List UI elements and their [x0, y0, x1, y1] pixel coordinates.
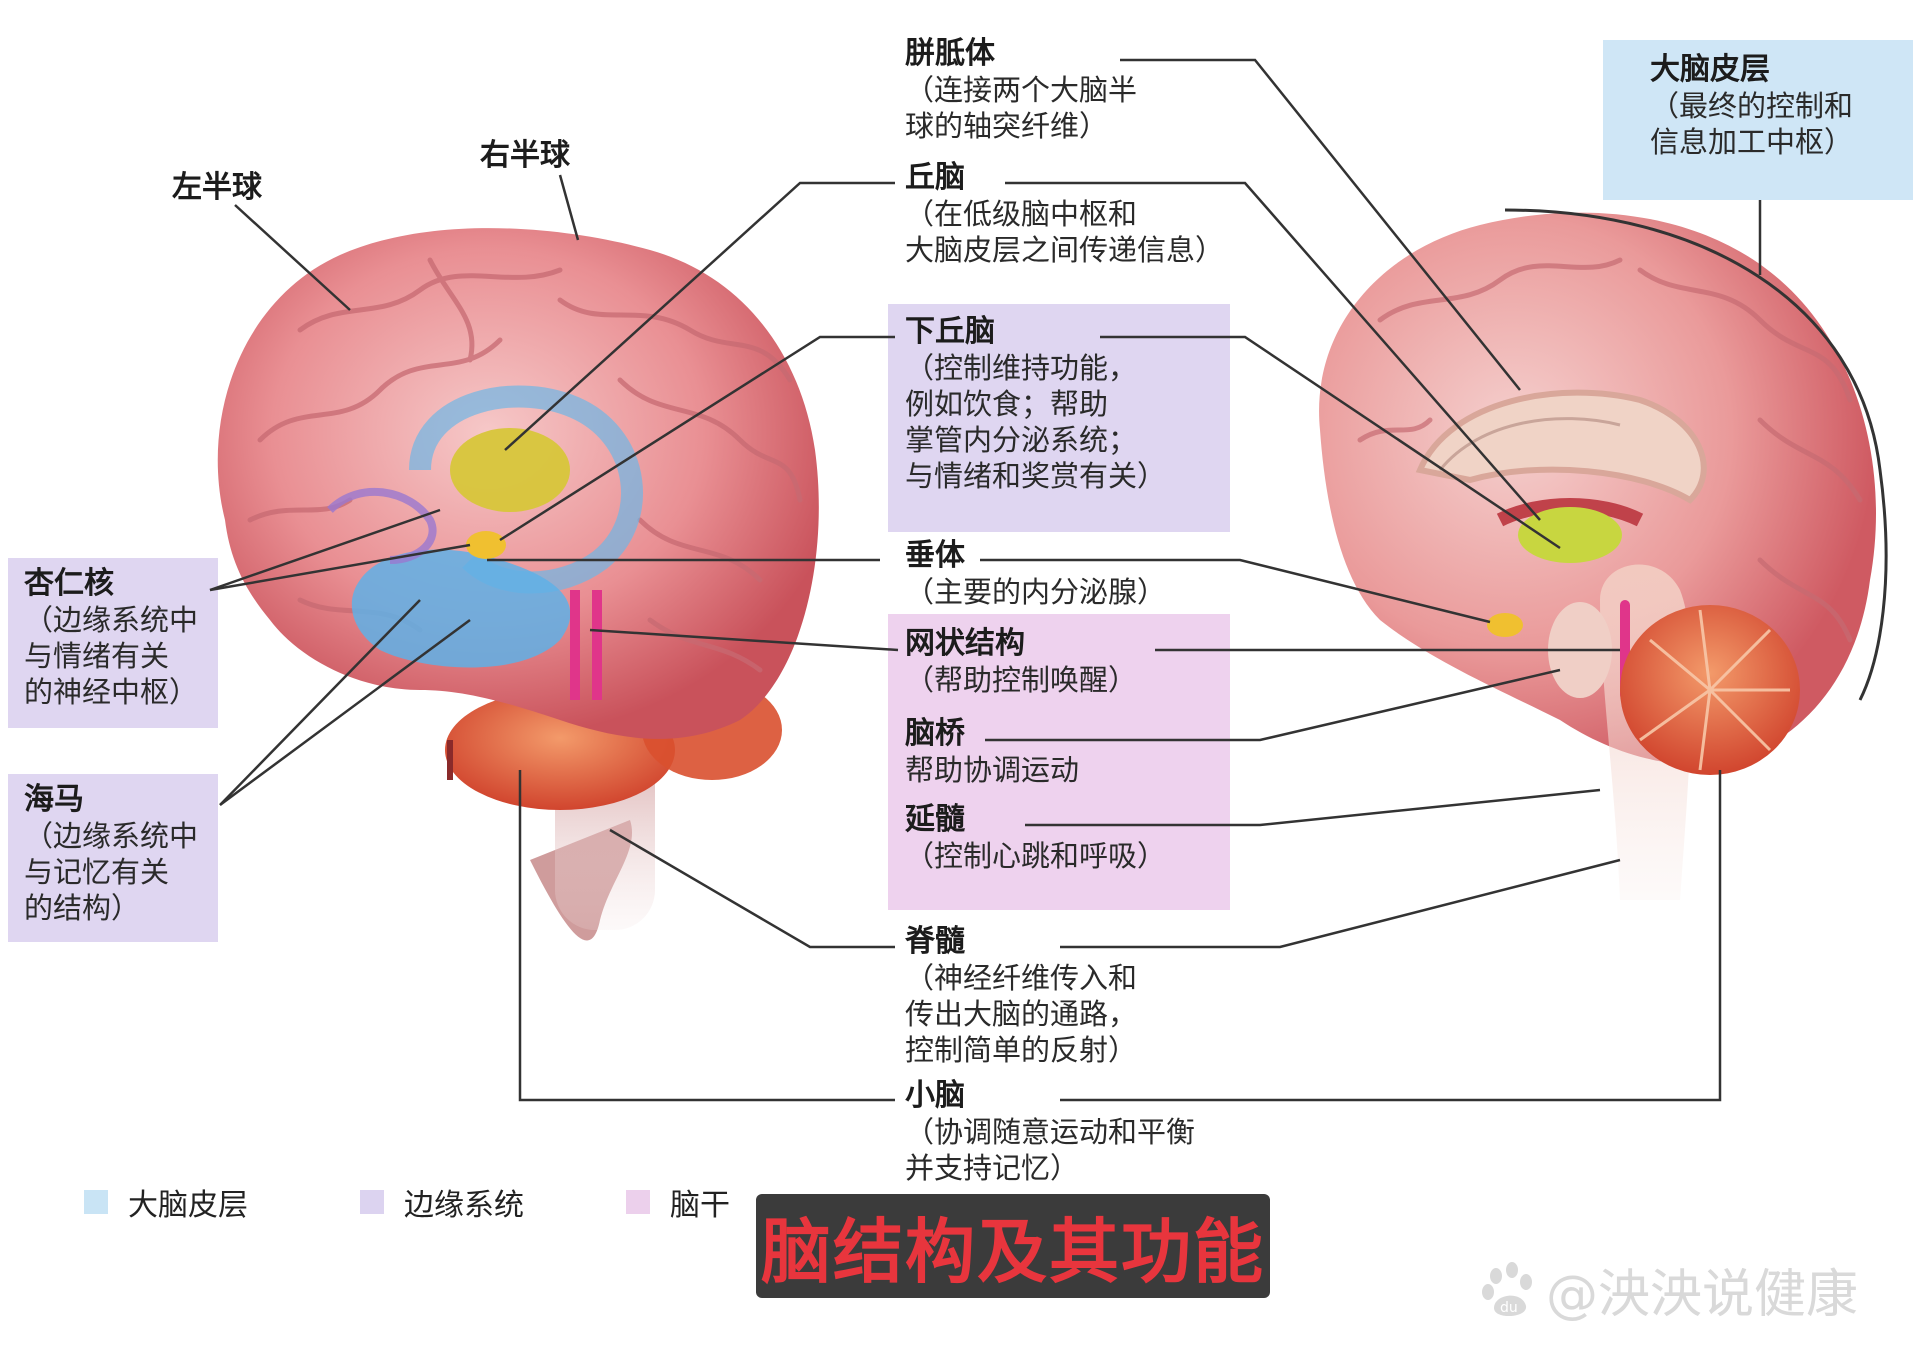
right-brain: [1319, 208, 1888, 900]
label-thalamus: 丘脑 （在低级脑中枢和 大脑皮层之间传递信息）: [905, 160, 1224, 268]
label-pons: 脑桥 帮助协调运动: [905, 716, 1079, 788]
corpus-callosum-desc-1: （连接两个大脑半: [905, 73, 1138, 107]
legend-limbic-swatch: [360, 1190, 384, 1214]
legend-cortex-label: 大脑皮层: [128, 1188, 248, 1223]
legend-limbic-label: 边缘系统: [404, 1188, 524, 1223]
legend-brainstem-swatch: [626, 1190, 650, 1214]
label-hypothalamus: 下丘脑 （控制维持功能， 例如饮食；帮助 掌管内分泌系统； 与情绪和奖赏有关）: [905, 314, 1166, 494]
hippocampus-name: 海马: [24, 782, 84, 817]
medulla-name: 延髓: [905, 802, 965, 837]
thalamus-desc-2: 大脑皮层之间传递信息）: [905, 233, 1225, 267]
label-right-hemisphere: 右半球: [480, 138, 570, 173]
amygdala-desc-1: （边缘系统中: [24, 603, 199, 637]
pons-desc-1: 帮助协调运动: [905, 753, 1080, 787]
hippocampus-desc-1: （边缘系统中: [24, 819, 199, 853]
hypothalamus-desc-2: 例如饮食；帮助: [905, 387, 1109, 421]
reticular-name: 网状结构: [905, 626, 1025, 661]
cerebellum-desc-2: 并支持记忆）: [905, 1151, 1080, 1185]
cortex-name: 大脑皮层: [1650, 52, 1770, 87]
pons-name: 脑桥: [905, 716, 965, 751]
reticular-desc-1: （帮助控制唤醒）: [905, 663, 1138, 697]
right-corpus-callosum: [1415, 389, 1707, 504]
cortex-arc: [1504, 208, 1888, 701]
label-hippocampus: 海马 （边缘系统中 与记忆有关 的结构）: [24, 782, 198, 926]
label-cerebellum: 小脑 （协调随意运动和平衡 并支持记忆）: [905, 1078, 1195, 1186]
cortex-desc-1: （最终的控制和: [1650, 89, 1854, 123]
label-left-hemisphere: 左半球: [172, 170, 262, 205]
corpus-callosum-name: 胼胝体: [905, 36, 995, 71]
legend-brainstem: 脑干: [626, 1180, 730, 1224]
amygdala-box: [8, 558, 218, 728]
hippocampus-box: [8, 774, 218, 942]
hypothalamus-desc-3: 掌管内分泌系统；: [905, 423, 1138, 457]
cerebellum-desc-1: （协调随意运动和平衡: [905, 1115, 1196, 1149]
paw-logo-icon: du: [1482, 1261, 1532, 1316]
left-brain: [217, 228, 819, 941]
medulla-desc-1: （控制心跳和呼吸）: [905, 839, 1167, 873]
hypothalamus-desc-4: 与情绪和奖赏有关）: [905, 459, 1167, 493]
hypothalamus-desc-1: （控制维持功能，: [905, 351, 1138, 385]
label-corpus-callosum: 胼胝体 （连接两个大脑半 球的轴突纤维）: [905, 36, 1137, 144]
legend-cortex-swatch: [84, 1190, 108, 1214]
corpus-callosum-desc-2: 球的轴突纤维）: [905, 109, 1109, 143]
spinal-cord-name: 脊髓: [905, 924, 965, 959]
label-spinal-cord: 脊髓 （神经纤维传入和 传出大脑的通路， 控制简单的反射）: [905, 924, 1137, 1068]
hippocampus-desc-2: 与记忆有关: [24, 855, 170, 889]
pituitary-desc-1: （主要的内分泌腺）: [905, 575, 1167, 609]
label-medulla: 延髓 （控制心跳和呼吸）: [905, 802, 1166, 874]
spinal-cord-desc-1: （神经纤维传入和: [905, 961, 1138, 995]
label-reticular: 网状结构 （帮助控制唤醒）: [905, 626, 1137, 698]
watermark-logo-text: du: [1500, 1300, 1518, 1316]
thalamus-name: 丘脑: [905, 160, 965, 195]
hippocampus-desc-3: 的结构）: [24, 891, 141, 925]
amygdala-desc-2: 与情绪有关: [24, 639, 170, 673]
thalamus-desc-1: （在低级脑中枢和: [905, 197, 1138, 231]
title-text: 脑结构及其功能: [761, 1210, 1265, 1293]
left-thalamus: [450, 428, 570, 512]
label-cortex: 大脑皮层 （最终的控制和 信息加工中枢）: [1650, 52, 1853, 160]
hypothalamus-name: 下丘脑: [905, 314, 995, 349]
label-amygdala: 杏仁核 （边缘系统中 与情绪有关 的神经中枢）: [24, 566, 198, 710]
left-hippocampus: [351, 549, 571, 668]
left-reticular: [570, 590, 580, 700]
cortex-box: [1603, 40, 1913, 200]
cortex-desc-2: 信息加工中枢）: [1650, 125, 1854, 159]
label-pituitary: 垂体 （主要的内分泌腺）: [905, 538, 1166, 610]
watermark-text: @泱泱说健康: [1546, 1265, 1859, 1325]
brainstem-box: [888, 614, 1230, 910]
right-thalamus: [1518, 507, 1622, 563]
legend-limbic: 边缘系统: [360, 1180, 524, 1224]
right-pituitary: [1487, 613, 1523, 637]
title-banner: 脑结构及其功能: [756, 1194, 1270, 1298]
amygdala-desc-3: 的神经中枢）: [24, 675, 199, 709]
pituitary-name: 垂体: [905, 538, 965, 573]
cerebellum-name: 小脑: [905, 1078, 965, 1113]
amygdala-name: 杏仁核: [24, 566, 114, 601]
spinal-cord-desc-2: 传出大脑的通路，: [905, 997, 1138, 1031]
watermark: du @泱泱说健康: [1478, 1252, 1858, 1327]
spinal-cord-desc-3: 控制简单的反射）: [905, 1033, 1138, 1067]
hypothalamus-box: [888, 304, 1230, 532]
legend-cortex: 大脑皮层: [84, 1180, 248, 1224]
legend-brainstem-label: 脑干: [670, 1188, 730, 1223]
leader-lines: [209, 58, 1762, 1102]
